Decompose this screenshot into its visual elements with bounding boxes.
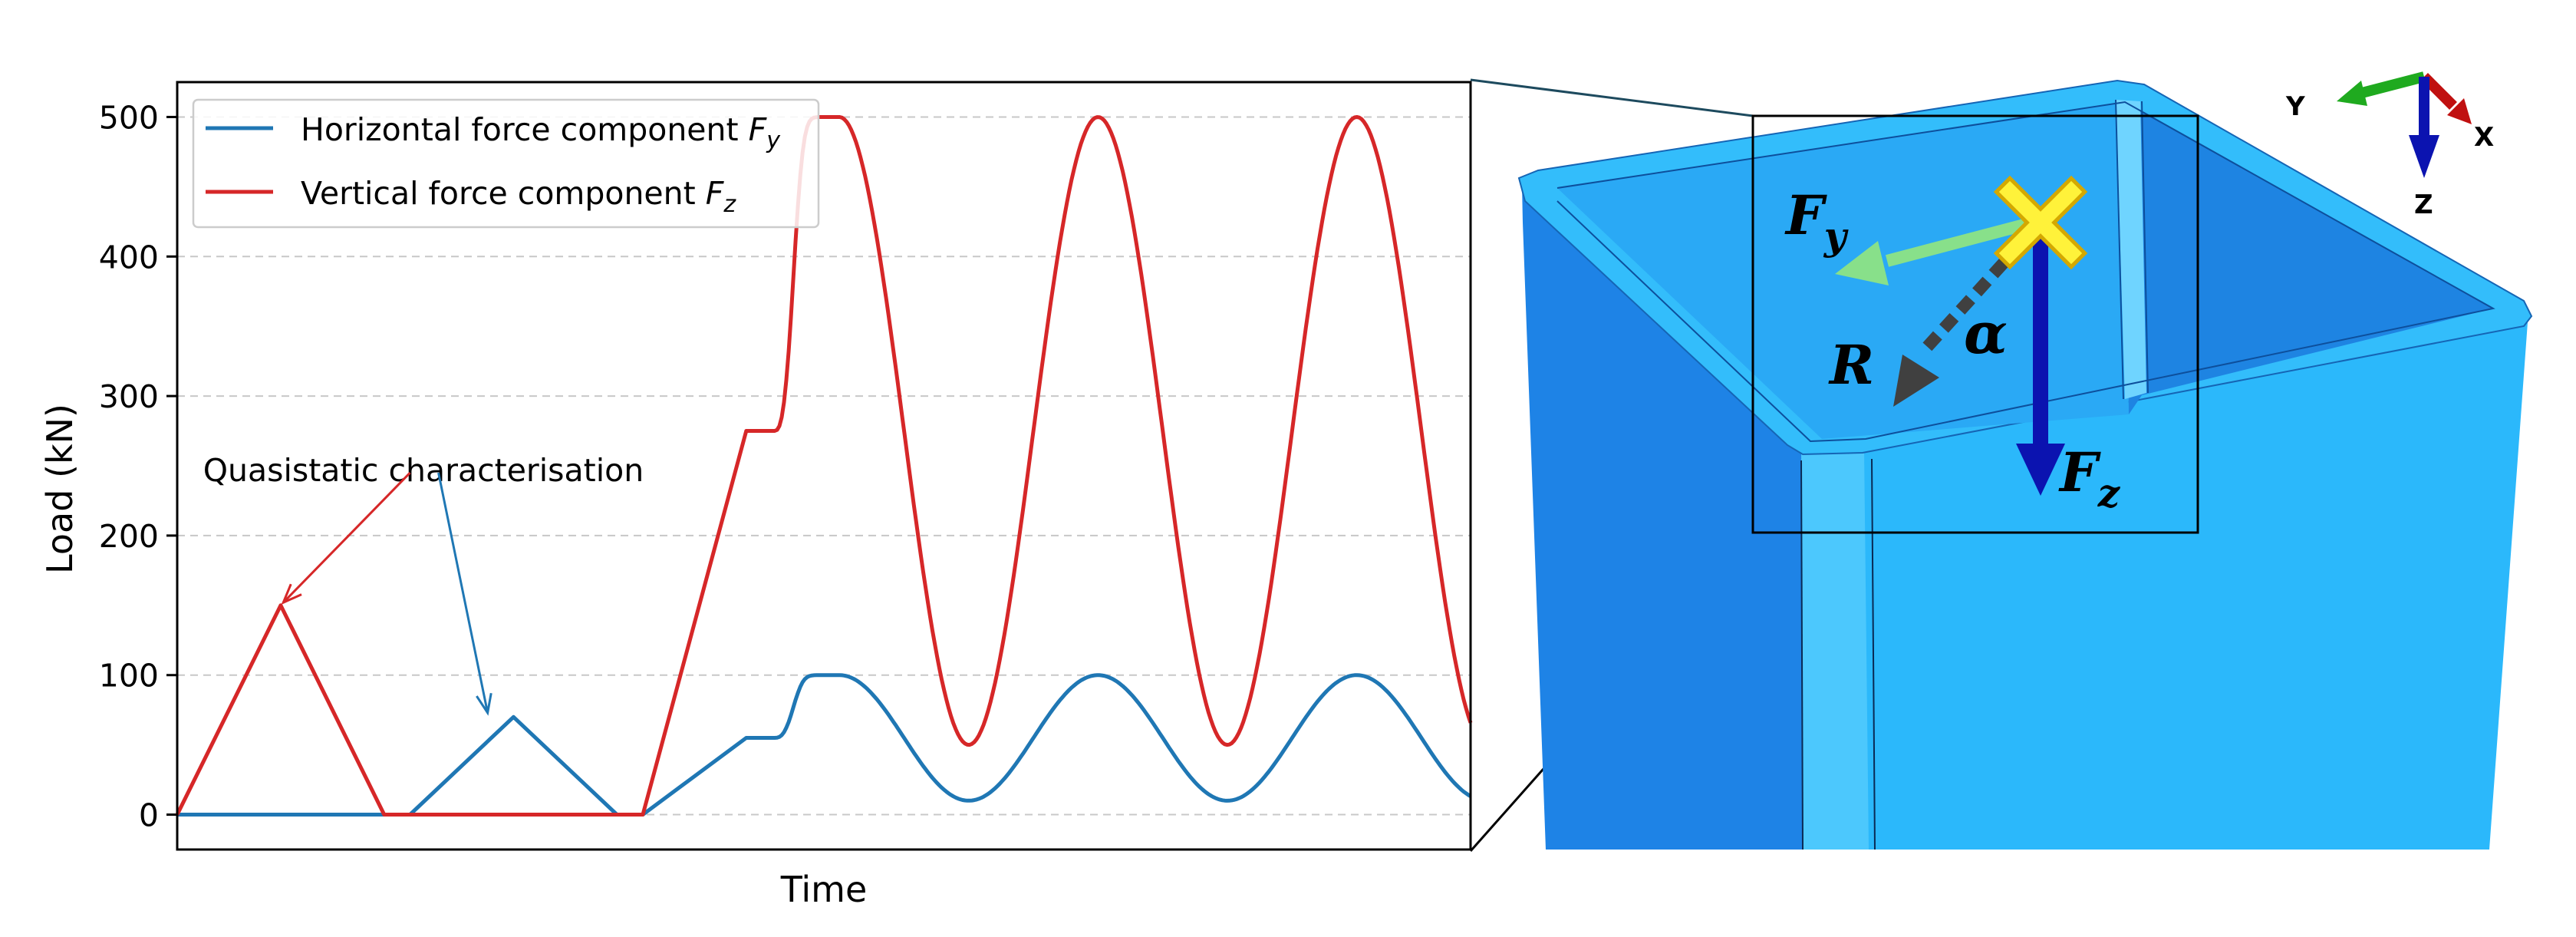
callout-line-top [1470, 78, 1754, 117]
inner-edge-a [2115, 99, 2124, 400]
fy-label: Fy [1784, 183, 1849, 259]
y-tick-label: 200 [99, 518, 159, 555]
legend-entry-horizontal-symbol: F [749, 111, 768, 148]
column-right-wall [1803, 322, 2528, 850]
coordinate-triad: Y X Z [2285, 71, 2494, 220]
triad-z-head [2409, 135, 2439, 178]
y-tick-label: 100 [99, 658, 159, 695]
triad-y-label: Y [2285, 91, 2305, 122]
fz-label-sub: z [2097, 470, 2121, 516]
legend-entry-horizontal-sub: y [766, 127, 781, 154]
inner-edge-b [2141, 101, 2149, 394]
x-axis-label: Time [780, 869, 868, 910]
legend-entry-vertical: Vertical force component Fz [301, 175, 736, 218]
triad-y-arrow [2357, 71, 2426, 99]
column-corner-edge [1801, 451, 1869, 850]
load-chart: 0 100 200 300 400 500 Quasistatic characteris… [39, 81, 1473, 910]
fy-arrow-head [1835, 241, 1889, 285]
load-point-marker [1993, 175, 2088, 270]
annotation-arrowhead [476, 692, 492, 716]
alpha-label: α [1964, 301, 2008, 367]
fy-label-symbol: F [1784, 183, 1827, 247]
annotation: Quasistatic characterisation [203, 452, 644, 716]
legend-entry-vertical-symbol: F [706, 175, 725, 212]
fy-label-sub: y [1823, 213, 1849, 259]
marker-stroke-b [1998, 180, 2083, 265]
series-layer [175, 115, 1473, 817]
y-tick-label: 400 [99, 239, 159, 275]
legend-entry-vertical-prefix: Vertical force component [301, 175, 706, 212]
column-edge-line-2 [1871, 458, 1876, 850]
legend-entry-horizontal: Horizontal force component Fy [301, 111, 781, 154]
force-vectors: Fy Fz R α [1784, 175, 2121, 516]
legend-entry-vertical-sub: z [723, 191, 736, 218]
annotation-arrow [437, 472, 489, 714]
fz-label-symbol: F [2058, 440, 2101, 504]
column-inner-back-right [2125, 102, 2493, 414]
fz-label: Fz [2058, 440, 2121, 516]
y-tick-label: 300 [99, 378, 159, 415]
fy-arrow-shaft [1885, 216, 2035, 267]
series-line-horizontal [177, 673, 1472, 817]
annotation-arrow [282, 472, 411, 604]
r-arrow-head [1893, 355, 1939, 407]
annotation-text: Quasistatic characterisation [203, 452, 644, 489]
column-left-wall [1522, 184, 1804, 850]
annotation-arrowhead [281, 583, 302, 605]
series-line-vertical [175, 115, 1473, 817]
plot-frame [176, 81, 1472, 851]
y-axis-label: Load (kN) [39, 404, 81, 574]
legend-box [192, 98, 820, 229]
legend: Horizontal force component Fy Vertical f… [192, 98, 820, 229]
column-inner-corner [2116, 100, 2146, 399]
zoom-box [1751, 114, 2199, 534]
r-label: R [1828, 333, 1874, 397]
triad-x-label: X [2474, 122, 2494, 153]
column-model: Fy Fz R α Y X Z [1517, 71, 2533, 850]
triad-z-label: Z [2414, 190, 2433, 220]
y-tick-label: 0 [139, 797, 159, 834]
y-ticks: 0 100 200 300 400 500 [99, 99, 177, 834]
triad-y-head [2337, 81, 2367, 106]
column-edge-line [1800, 460, 1804, 850]
triad-x-head [2447, 98, 2472, 124]
y-tick-label: 500 [99, 99, 159, 136]
fz-arrow-head [2016, 444, 2065, 496]
legend-entry-horizontal-prefix: Horizontal force component [301, 111, 749, 148]
